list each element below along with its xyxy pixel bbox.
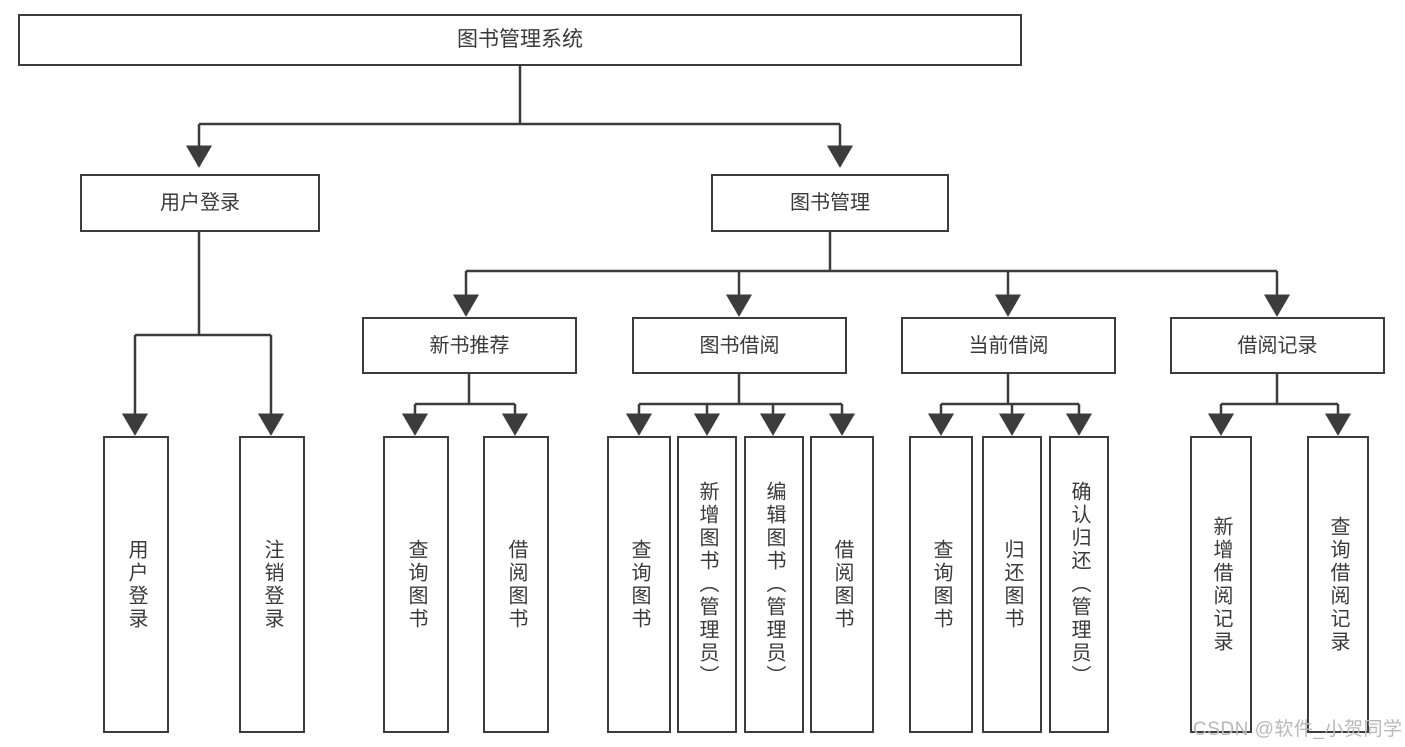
node-borrow-record[interactable]: 借阅记录	[1170, 317, 1385, 374]
node-current-borrow-label: 当前借阅	[968, 334, 1049, 357]
watermark-text: CSDN @软件_小贺同学	[1193, 719, 1403, 740]
node-leaf-confirm-return-label: 确认归还（管理员）	[1068, 481, 1090, 688]
node-leaf-query-book-1-label: 查询图书	[405, 538, 427, 631]
node-root[interactable]: 图书管理系统	[18, 14, 1022, 66]
node-user-login[interactable]: 用户登录	[80, 174, 320, 232]
node-leaf-user-logout-label: 注销登录	[261, 538, 283, 631]
edge-borrowrecord-to-leaves	[1221, 374, 1338, 406]
node-leaf-query-book-2[interactable]: 查询图书	[607, 436, 671, 733]
edge-root-to-level1	[199, 65, 840, 126]
node-user-login-label: 用户登录	[160, 192, 240, 214]
node-leaf-borrow-book-2[interactable]: 借阅图书	[810, 436, 874, 733]
node-leaf-user-login[interactable]: 用户登录	[103, 436, 169, 733]
node-leaf-add-record-label: 新增借阅记录	[1210, 515, 1232, 654]
node-book-borrow-label: 图书借阅	[699, 334, 780, 357]
edge-bookmgmt-to-level2	[466, 232, 1277, 273]
node-book-management-label: 图书管理	[790, 192, 870, 214]
node-leaf-add-book-label: 新增图书（管理员）	[696, 481, 718, 688]
node-borrow-record-label: 借阅记录	[1237, 334, 1318, 357]
node-book-management[interactable]: 图书管理	[711, 174, 949, 232]
edge-currentborrow-to-leaves	[941, 374, 1079, 406]
node-leaf-add-record[interactable]: 新增借阅记录	[1190, 436, 1252, 733]
node-current-borrow[interactable]: 当前借阅	[901, 317, 1116, 374]
edge-userlogin-to-leaves	[135, 232, 271, 337]
node-leaf-query-record[interactable]: 查询借阅记录	[1307, 436, 1369, 733]
node-leaf-borrow-book-1-label: 借阅图书	[505, 538, 527, 631]
node-new-book-recommend[interactable]: 新书推荐	[362, 317, 577, 374]
node-root-label: 图书管理系统	[457, 28, 583, 52]
node-leaf-return-book[interactable]: 归还图书	[982, 436, 1042, 733]
node-leaf-query-book-2-label: 查询图书	[628, 538, 650, 631]
edge-bookborrow-to-leaves	[639, 374, 842, 406]
node-leaf-edit-book[interactable]: 编辑图书（管理员）	[744, 436, 804, 733]
node-leaf-return-book-label: 归还图书	[1001, 538, 1023, 631]
node-leaf-user-logout[interactable]: 注销登录	[239, 436, 305, 733]
node-leaf-query-book-3[interactable]: 查询图书	[909, 436, 973, 733]
node-leaf-user-login-label: 用户登录	[125, 538, 147, 631]
node-leaf-borrow-book-2-label: 借阅图书	[831, 538, 853, 631]
node-leaf-confirm-return[interactable]: 确认归还（管理员）	[1049, 436, 1109, 733]
node-leaf-query-book-3-label: 查询图书	[930, 538, 952, 631]
edge-newbook-to-leaves	[415, 374, 515, 406]
node-book-borrow[interactable]: 图书借阅	[632, 317, 847, 374]
node-leaf-borrow-book-1[interactable]: 借阅图书	[483, 436, 549, 733]
node-leaf-query-record-label: 查询借阅记录	[1327, 515, 1349, 654]
node-leaf-edit-book-label: 编辑图书（管理员）	[763, 481, 785, 688]
node-new-book-recommend-label: 新书推荐	[429, 334, 510, 357]
node-leaf-query-book-1[interactable]: 查询图书	[383, 436, 449, 733]
node-leaf-add-book[interactable]: 新增图书（管理员）	[677, 436, 737, 733]
